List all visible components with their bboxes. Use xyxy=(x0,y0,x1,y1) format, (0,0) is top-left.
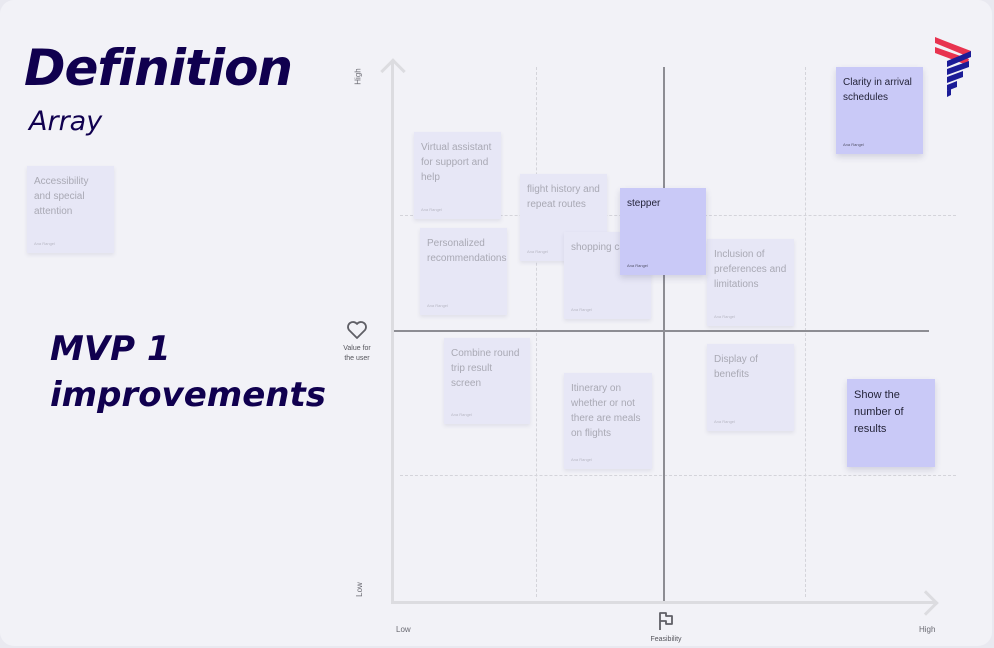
quadrant-divider-horizontal xyxy=(392,330,929,332)
sticky-note[interactable]: Clarity in arrival schedules Ana Rangel xyxy=(836,67,923,154)
note-author: Ana Rangel xyxy=(627,263,648,268)
x-axis-arrow-icon xyxy=(913,590,939,616)
grid-line-vertical xyxy=(536,67,537,597)
note-author: Ana Rangel xyxy=(714,419,735,424)
note-author: Ana Rangel xyxy=(527,249,548,254)
note-text: Show the number of results xyxy=(854,389,904,435)
heart-icon xyxy=(347,321,367,339)
section-title-line1: MVP 1 xyxy=(50,329,171,369)
note-text: Personalized recommendations xyxy=(427,238,507,264)
note-author: Ana Rangel xyxy=(571,457,592,462)
sticky-note[interactable]: Virtual assistant for support and help A… xyxy=(414,132,501,219)
sticky-note[interactable]: Personalized recommendations Ana Rangel xyxy=(420,228,507,315)
sticky-note[interactable]: Combine round trip result screen Ana Ran… xyxy=(444,338,530,424)
brand-logo-icon xyxy=(935,37,971,97)
note-text: Clarity in arrival schedules xyxy=(843,77,912,103)
x-axis-high-label: High xyxy=(919,625,936,634)
x-axis-label: Feasibility xyxy=(650,636,682,643)
section-title-line2: improvements xyxy=(50,375,326,415)
page-subtitle: Array xyxy=(29,106,103,137)
note-text: Accessibility and special attention xyxy=(34,176,89,217)
sticky-note[interactable]: stepper Ana Rangel xyxy=(620,188,706,275)
note-text: Inclusion of preferences and limitations xyxy=(714,249,787,290)
note-author: Ana Rangel xyxy=(843,142,864,147)
sticky-note[interactable]: Itinerary on whether or not there are me… xyxy=(564,373,652,469)
note-author: Ana Rangel xyxy=(451,412,472,417)
note-text: flight history and repeat routes xyxy=(527,184,600,210)
note-author: Ana Rangel xyxy=(34,241,55,246)
note-text: Itinerary on whether or not there are me… xyxy=(571,383,641,439)
note-text: shopping ca xyxy=(571,242,625,253)
note-author: Ana Rangel xyxy=(427,303,448,308)
y-axis-label: Value for the user xyxy=(343,345,371,362)
note-author: Ana Rangel xyxy=(714,314,735,319)
x-axis-low-label: Low xyxy=(396,625,411,634)
grid-line-horizontal xyxy=(400,475,956,476)
sticky-note[interactable]: Inclusion of preferences and limitations… xyxy=(707,239,794,326)
y-axis-high-label: High xyxy=(353,68,363,85)
x-axis xyxy=(391,601,935,604)
y-axis-low-label: Low xyxy=(354,582,364,597)
flag-icon xyxy=(659,612,673,630)
sticky-note[interactable]: Accessibility and special attention Ana … xyxy=(27,166,114,253)
page-title: Definition xyxy=(24,39,293,97)
note-text: Display of benefits xyxy=(714,354,758,380)
note-text: Virtual assistant for support and help xyxy=(421,142,492,183)
sticky-note[interactable]: Display of benefits Ana Rangel xyxy=(707,344,794,431)
y-axis-arrow-icon xyxy=(380,58,406,84)
note-author: Ana Rangel xyxy=(421,207,442,212)
y-axis xyxy=(391,62,394,604)
quadrant-divider-vertical xyxy=(663,67,665,603)
note-text: stepper xyxy=(627,198,661,209)
sticky-note[interactable]: Show the number of results xyxy=(847,379,935,467)
grid-line-vertical xyxy=(805,67,806,597)
note-text: Combine round trip result screen xyxy=(451,348,520,389)
note-author: Ana Rangel xyxy=(571,307,592,312)
section-title: MVP 1 improvements xyxy=(50,326,326,418)
